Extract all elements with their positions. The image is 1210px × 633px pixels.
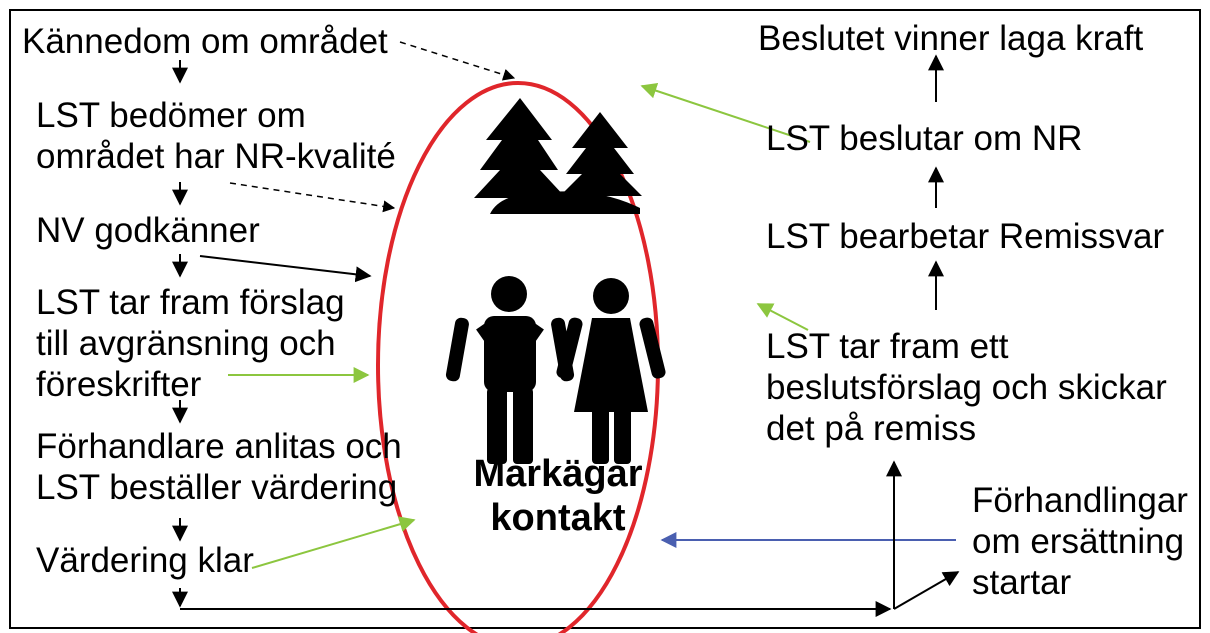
outer-frame: [9, 9, 1201, 629]
step-kannedom: Kännedom om området: [22, 22, 388, 61]
arrow-remiss: [756, 303, 809, 331]
arrow-nv: [199, 255, 372, 283]
arrow-vardering: [251, 516, 416, 569]
step-laga-kraft: Beslutet vinner laga kraft: [758, 19, 1144, 58]
center-label: Markägar kontakt: [473, 453, 643, 539]
arrow-beslutar: [640, 82, 811, 143]
step-bearbetar: LST bearbetar Remissvar: [766, 217, 1165, 256]
step-beslutar: LST beslutar om NR: [766, 119, 1083, 158]
step-forhandlingar: Förhandlingar om ersättning startar: [972, 481, 1188, 602]
step-forhandlare: Förhandlare anlitas och LST beställer vä…: [36, 427, 402, 507]
people-icon: [445, 276, 666, 464]
step-vardering-klar: Värdering klar: [36, 541, 254, 580]
man-figure: [445, 276, 575, 464]
diagonal-to-negotiation: [893, 571, 960, 610]
trees-icon: [474, 98, 642, 214]
step-forslag: LST tar fram förslag till avgränsning oc…: [36, 283, 345, 404]
step-bedomer: LST bedömer om området har NR-kvalité: [36, 96, 396, 176]
arrow-kannedom: [399, 41, 516, 81]
woman-figure: [556, 278, 666, 464]
step-nv-godkanner: NV godkänner: [36, 211, 260, 250]
arrow-bedomer: [229, 182, 396, 213]
step-beslutsforslag: LST tar fram ett beslutsförslag och skic…: [766, 327, 1167, 448]
